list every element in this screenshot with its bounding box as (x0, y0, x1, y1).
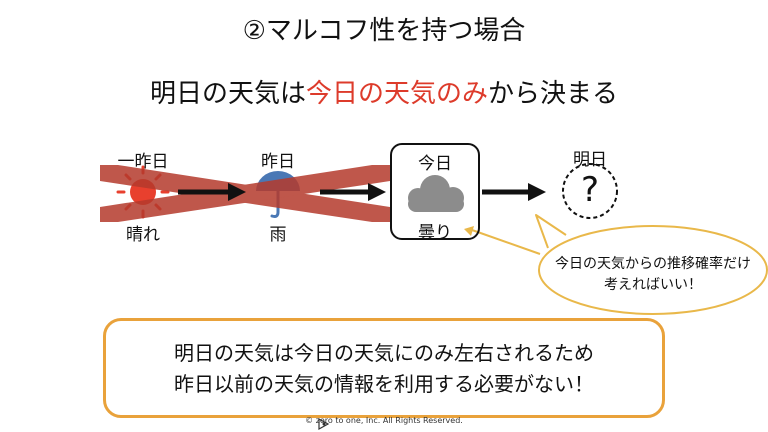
footer: © zero to one, Inc. All Rights Reserved. (0, 416, 768, 425)
label-yesterday: 昨日 (261, 152, 295, 172)
arrow-day-before-to-yesterday (178, 183, 246, 201)
page-title: ②マルコフ性を持つ場合 (242, 16, 526, 46)
summary-box: 明日の天気は今日の天気にのみ左右されるため 昨日以前の天気の情報を利用する必要が… (103, 318, 665, 418)
label-today: 今日 (418, 154, 452, 174)
logo-icon (318, 417, 330, 431)
label-day-before-yesterday: 一昨日 (117, 152, 169, 172)
bubble-line-1: 今日の天気からの推移確率だけ (555, 256, 751, 272)
today-box (390, 143, 480, 240)
arrow-today-to-tomorrow (482, 183, 546, 201)
speech-bubble (535, 214, 768, 315)
label-weather-sunny: 晴れ (126, 225, 160, 245)
footer-text: zero to one, Inc. All Rights Reserved. (315, 416, 463, 425)
label-tomorrow: 明日 (573, 150, 607, 170)
summary-line-1: 明日の天気は今日の天気にのみ左右されるため (174, 341, 594, 365)
bubble-line-2: 考えればいい！ (604, 277, 702, 293)
summary-line-2: 昨日以前の天気の情報を利用する必要がない！ (174, 372, 594, 396)
label-weather-rain: 雨 (269, 225, 287, 245)
subtitle: 明日の天気は今日の天気のみから決まる (0, 73, 768, 110)
arrow-yesterday-to-today (320, 183, 386, 201)
question-circle (562, 163, 618, 219)
subtitle-prefix: 明日の天気は (149, 79, 306, 109)
label-weather-cloudy: 曇り (418, 223, 452, 243)
cloud-icon (408, 175, 464, 212)
question-mark: ? (580, 170, 600, 210)
subtitle-highlight: 今日の天気のみ (305, 79, 488, 109)
copyright-symbol: © (305, 416, 314, 425)
bubble-text: 今日の天気からの推移確率だけ 考えればいい！ (538, 254, 768, 296)
subtitle-suffix: から決まる (488, 79, 619, 109)
cross-out-mark (100, 165, 390, 222)
